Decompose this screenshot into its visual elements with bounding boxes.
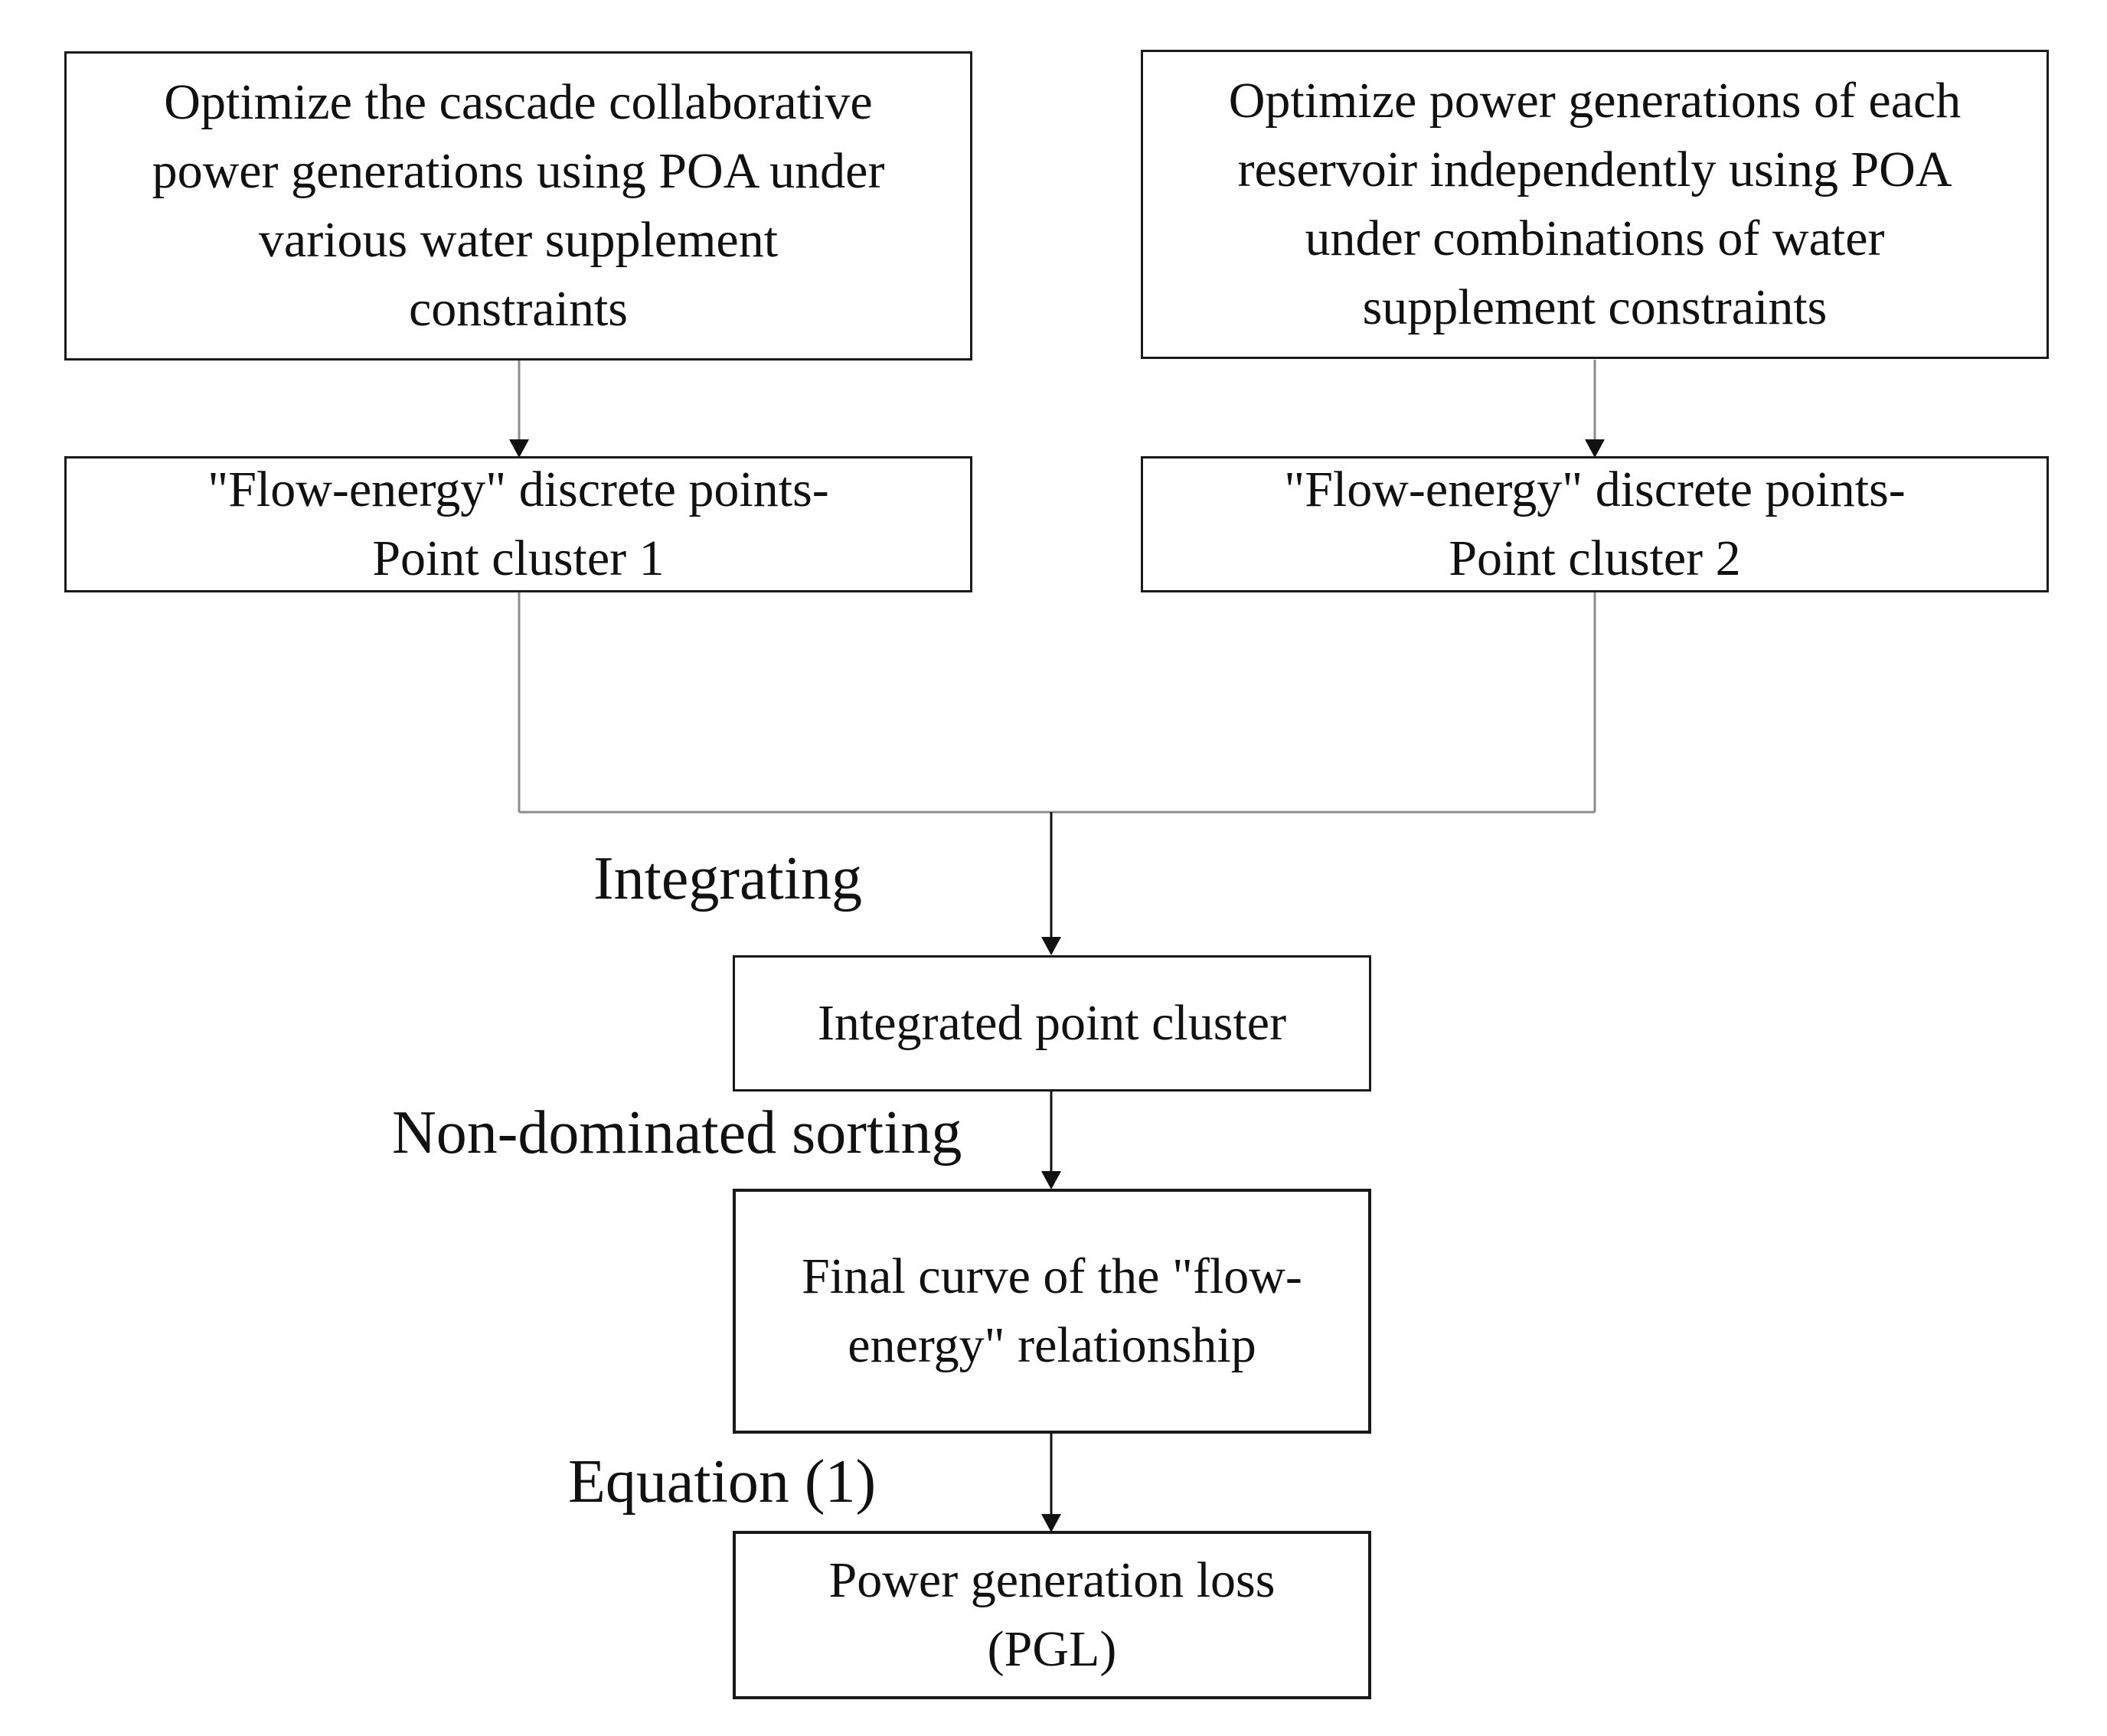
point-cluster-2-box: "Flow-energy" discrete points- Point clu…	[1141, 456, 2049, 592]
box-line: "Flow-energy" discrete points-	[207, 462, 829, 517]
box-line: Final curve of the "flow-	[802, 1248, 1302, 1304]
arrowhead-final	[1041, 1171, 1061, 1189]
box-line: Point cluster 1	[372, 530, 665, 586]
edge-label-integrating: Integrating	[593, 845, 862, 912]
box-line: Power generation loss	[828, 1552, 1276, 1608]
box-line: energy" relationship	[848, 1317, 1256, 1373]
arrowhead-cluster-1	[509, 439, 529, 458]
power-generation-loss-box: Power generation loss (PGL)	[733, 1531, 1371, 1699]
optimize-cascade-box: Optimize the cascade collaborative power…	[64, 51, 972, 361]
box-line: various water supplement	[258, 212, 779, 268]
box-line: Point cluster 2	[1449, 530, 1741, 586]
box-line: (PGL)	[987, 1621, 1117, 1677]
edge-label-non-dominated-sorting: Non-dominated sorting	[392, 1099, 962, 1167]
final-curve-box: Final curve of the "flow- energy" relati…	[733, 1189, 1371, 1434]
box-line: constraints	[409, 281, 628, 337]
box-line: "Flow-energy" discrete points-	[1284, 462, 1906, 517]
box-line: reservoir independently using POA	[1237, 142, 1952, 197]
edge-label-equation: Equation (1)	[568, 1448, 877, 1516]
point-cluster-1-box: "Flow-energy" discrete points- Point clu…	[64, 456, 972, 592]
box-line: power generations using POA under	[152, 143, 885, 199]
box-line: under combinations of water	[1305, 210, 1885, 266]
arrowhead-pgl	[1041, 1514, 1061, 1532]
box-line: Optimize power generations of each	[1228, 73, 1962, 129]
box-line: Integrated point cluster	[817, 995, 1287, 1051]
integrated-point-cluster-box: Integrated point cluster	[733, 955, 1371, 1092]
optimize-each-reservoir-box: Optimize power generations of each reser…	[1141, 50, 2049, 359]
box-line: Optimize the cascade collaborative	[164, 74, 873, 130]
box-line: supplement constraints	[1362, 279, 1828, 335]
arrowhead-integrated	[1041, 937, 1061, 955]
arrowhead-cluster-2	[1585, 439, 1605, 458]
